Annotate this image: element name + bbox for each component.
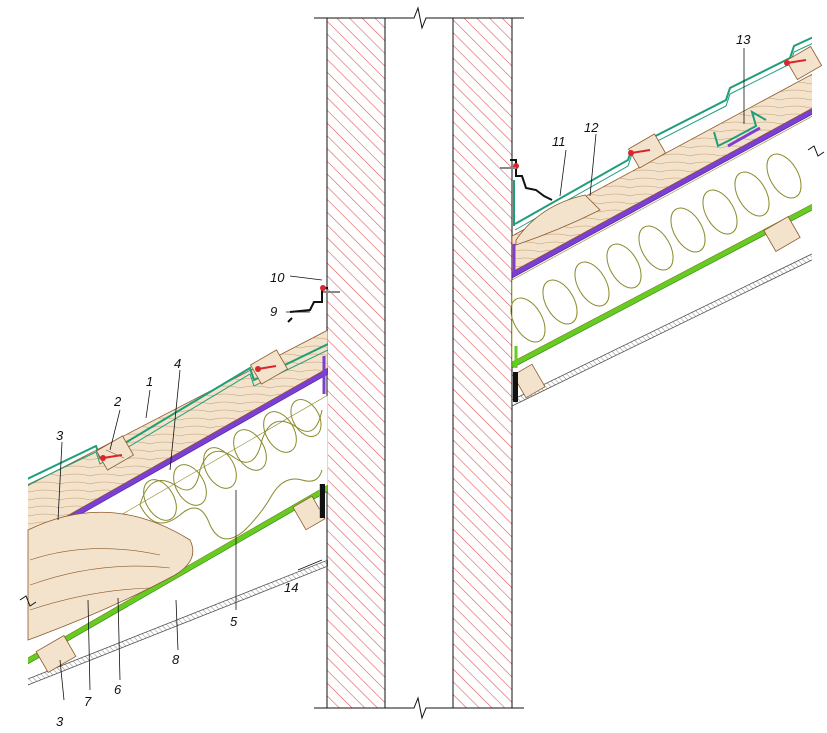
fastener-right-2 (784, 59, 807, 66)
label-14: 14 (284, 580, 298, 595)
batten-under-chimney-left (292, 495, 326, 531)
break-line-bottom (314, 696, 524, 720)
ceiling-lining-right (512, 253, 812, 407)
break-mark-left (19, 595, 37, 607)
chimney-wall-right (452, 17, 513, 709)
left-roof-section (28, 329, 328, 686)
sealant-strip-right (513, 372, 518, 402)
flashing-right (500, 159, 553, 201)
label-8: 8 (172, 652, 180, 667)
fastener-mid-left (255, 365, 277, 372)
break-line-top (314, 6, 524, 30)
label-9: 9 (270, 304, 277, 319)
label-2: 2 (113, 394, 122, 409)
batten-bottom-left (35, 635, 77, 673)
rafter-timber-right (515, 194, 601, 246)
label-13: 13 (736, 32, 751, 47)
ceiling-lining (28, 559, 328, 686)
batten-right-2 (785, 45, 823, 81)
callout-labels: 1 2 3 4 5 6 7 8 9 10 11 12 13 14 3 (56, 32, 751, 729)
label-3-lower: 3 (56, 714, 64, 729)
sealant-strip-left (320, 484, 325, 518)
leader-lines (57, 48, 745, 701)
label-4: 4 (174, 356, 181, 371)
fastener-upper-left (100, 454, 123, 461)
insulation-waves-left (139, 399, 323, 540)
batten-under-chimney-right (512, 363, 546, 399)
rafter-timber-left (27, 511, 194, 641)
label-12: 12 (584, 120, 599, 135)
flashing-left (287, 285, 340, 323)
label-10: 10 (270, 270, 285, 285)
fastener-right-1 (628, 149, 651, 156)
break-mark-right (807, 145, 825, 157)
batten-right-3 (763, 216, 801, 252)
label-5: 5 (230, 614, 238, 629)
label-3-upper: 3 (56, 428, 64, 443)
label-7: 7 (84, 694, 92, 709)
roof-covering-right (514, 36, 812, 225)
chimney-wall-left (326, 17, 386, 709)
tile-overlap-detail (713, 109, 767, 148)
chimney (314, 6, 524, 720)
label-6: 6 (114, 682, 122, 697)
insulation-waves-right (510, 153, 802, 343)
label-11: 11 (552, 134, 566, 149)
label-1: 1 (146, 374, 153, 389)
